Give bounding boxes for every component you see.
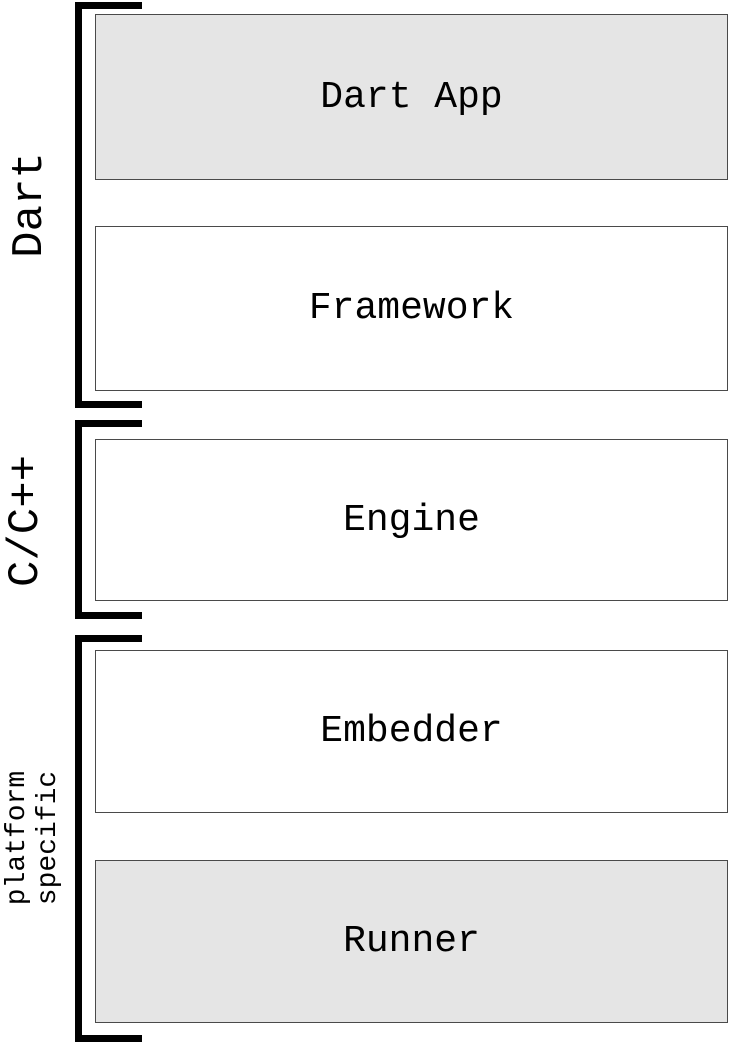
box-engine: Engine — [95, 439, 728, 601]
cpp-layer-bracket — [75, 420, 142, 619]
layer-label-platform-specific: platform specific — [2, 770, 64, 906]
box-framework: Framework — [95, 226, 728, 391]
box-embedder: Embedder — [95, 650, 728, 813]
layer-label-dart: Dart — [4, 152, 55, 258]
layer-label-cpp: C/C++ — [0, 454, 51, 588]
box-dart-app: Dart App — [95, 14, 728, 180]
box-engine-label: Engine — [343, 498, 480, 542]
dart-layer-bracket — [75, 2, 142, 408]
box-framework-label: Framework — [308, 287, 515, 330]
box-runner-label: Runner — [343, 920, 480, 963]
box-runner: Runner — [95, 860, 728, 1023]
box-embedder-label: Embedder — [320, 710, 503, 753]
platform-layer-bracket — [75, 635, 142, 1042]
box-dart-app-label: Dart App — [320, 75, 503, 119]
